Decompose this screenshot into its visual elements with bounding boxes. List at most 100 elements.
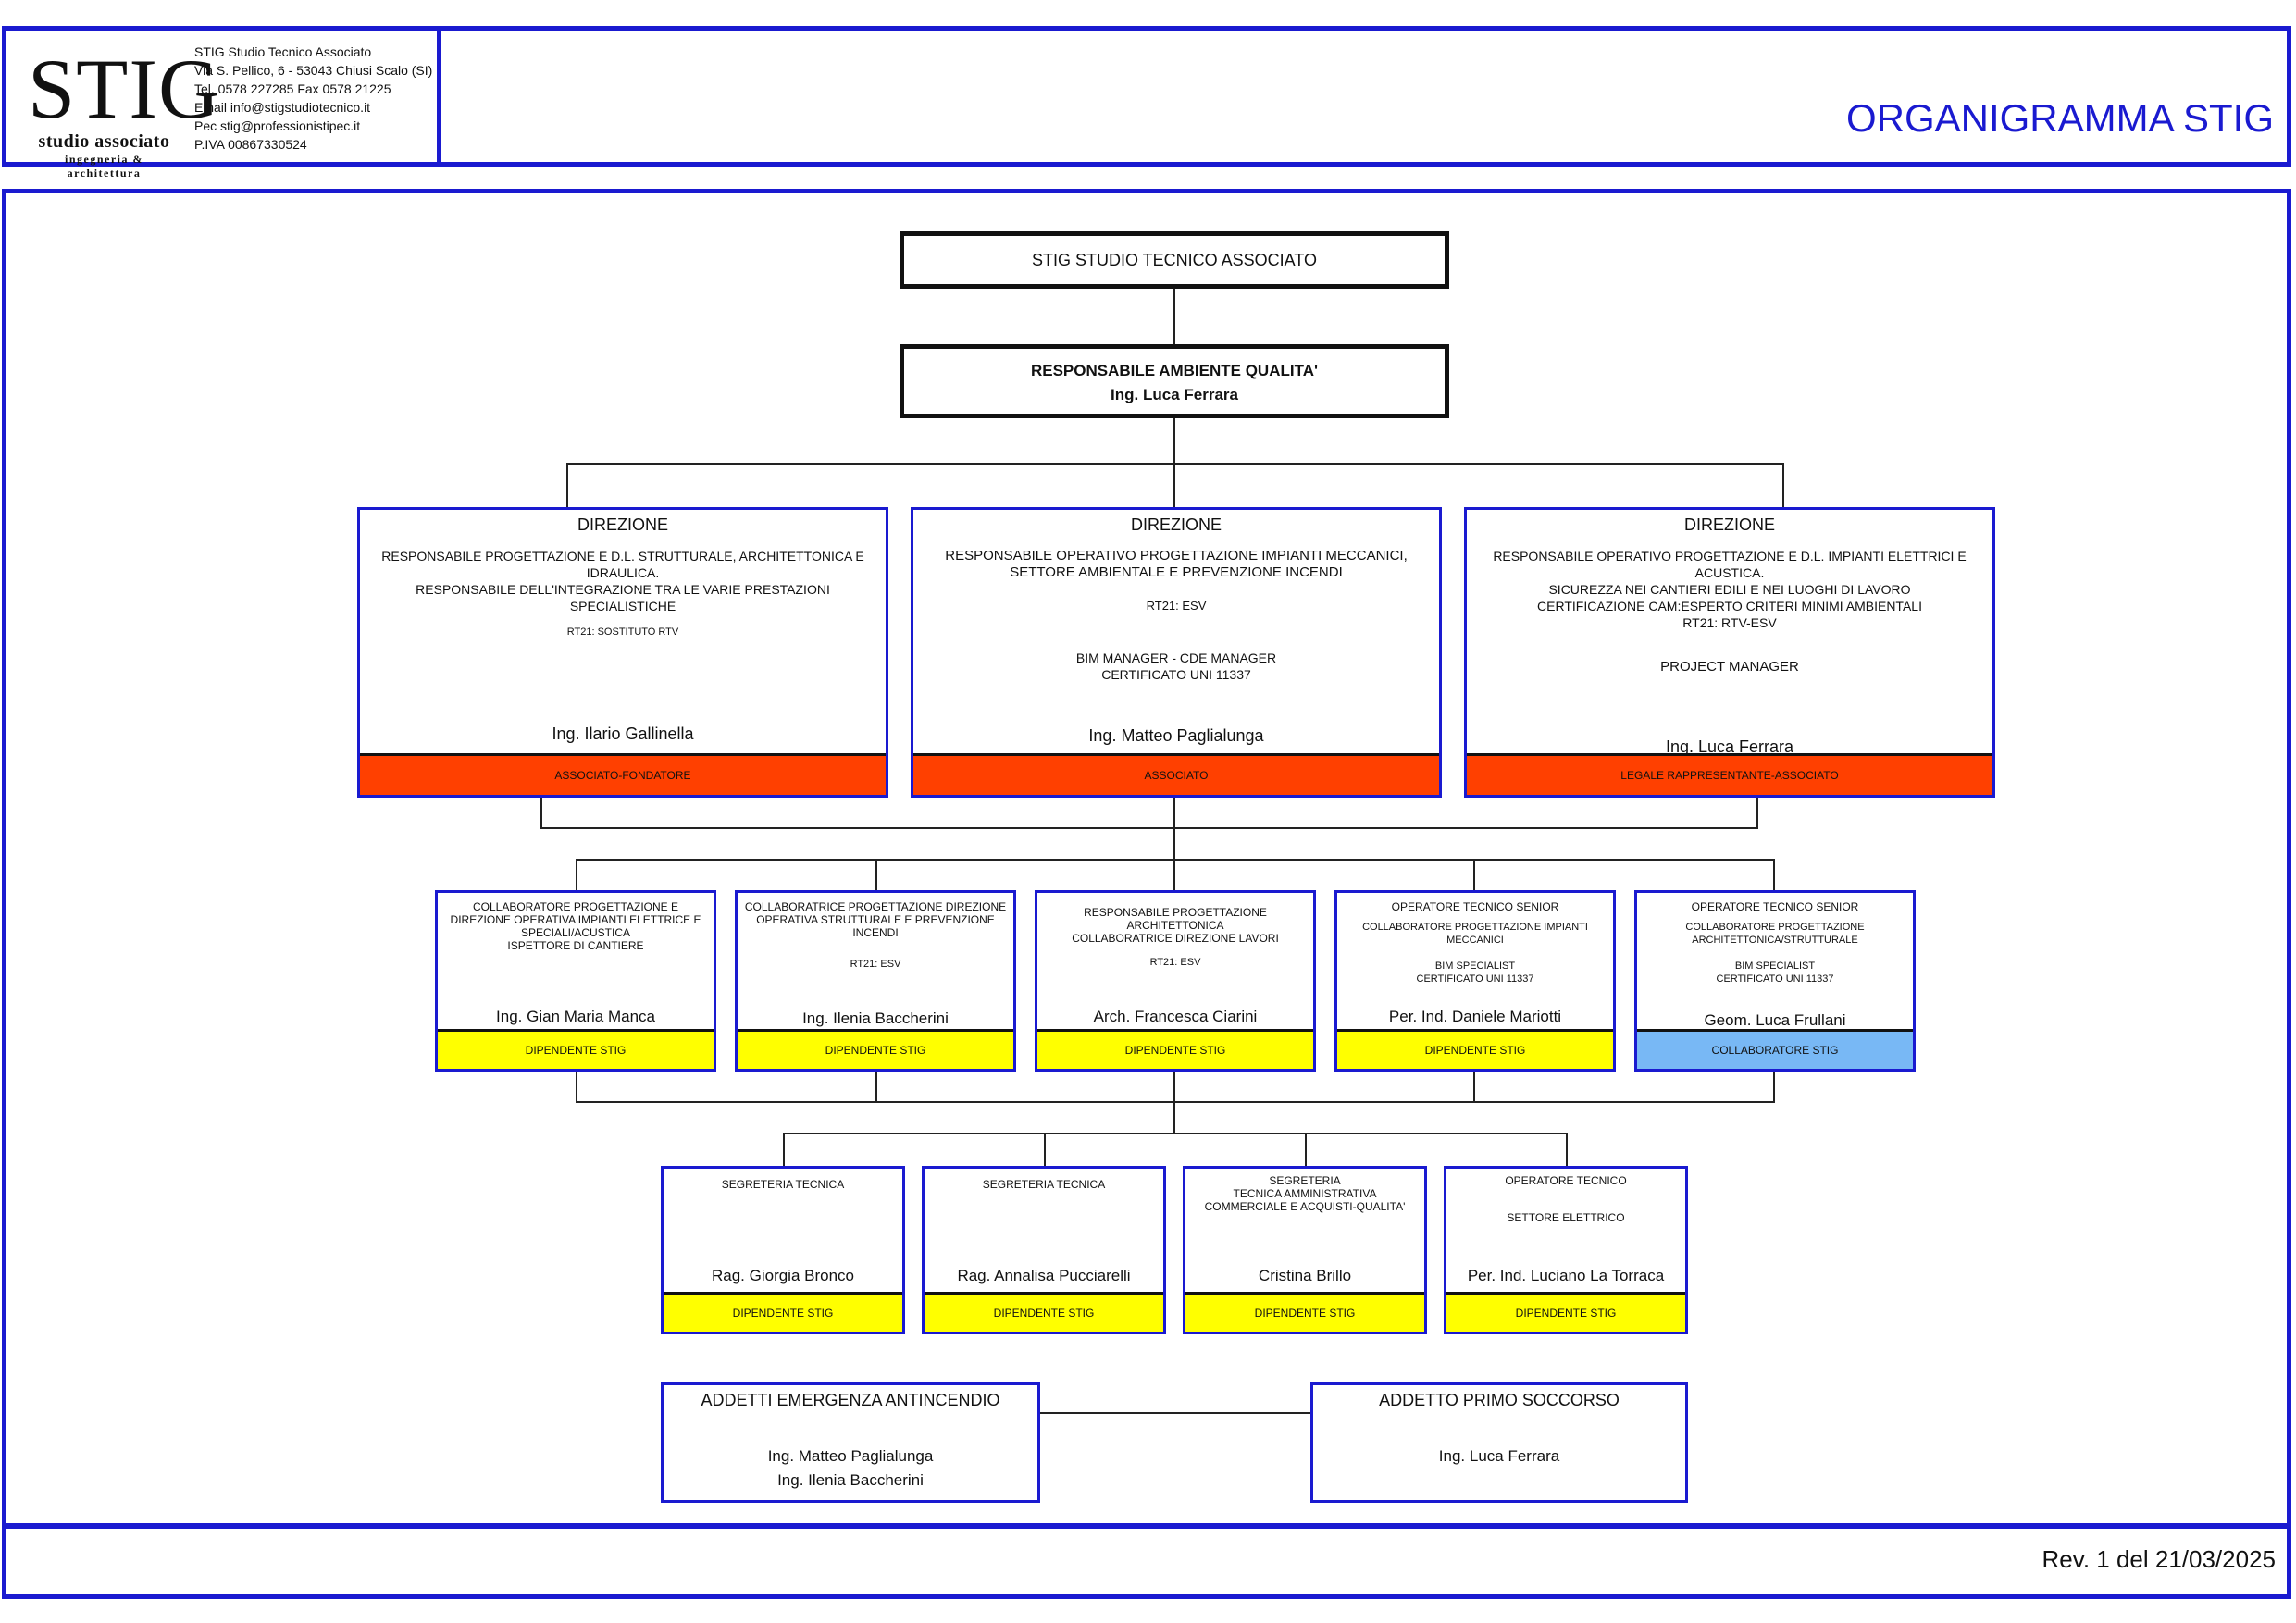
staff-status-band: COLLABORATORE STIG <box>1637 1029 1913 1069</box>
connector <box>1773 859 1775 892</box>
contact-line: Via S. Pellico, 6 - 53043 Chiusi Scalo (… <box>194 63 433 78</box>
director-name: Ing. Ilario Gallinella <box>552 725 694 743</box>
director-responsibility: RESPONSABILE PROGETTAZIONE E D.L. STRUTT… <box>381 549 864 613</box>
support-name: Per. Ind. Luciano La Torraca <box>1467 1267 1665 1284</box>
contact-block: STIG Studio Tecnico Associato Via S. Pel… <box>194 43 435 154</box>
director-name: Ing. Luca Ferrara <box>1665 737 1794 756</box>
revision-label: Rev. 1 del 21/03/2025 <box>2042 1545 2276 1573</box>
support-name: Cristina Brillo <box>1258 1267 1352 1284</box>
director-card: DIREZIONE RESPONSABILE OPERATIVO PROGETT… <box>1464 507 1995 798</box>
staff-status-band: DIPENDENTE STIG <box>1037 1029 1313 1069</box>
quality-role: RESPONSABILE AMBIENTE QUALITA' <box>1030 362 1319 379</box>
logo-subtitle: studio associato <box>38 131 170 152</box>
staff-name: Ing. Ilenia Baccherini <box>802 1010 949 1027</box>
director-responsibility: RESPONSABILE OPERATIVO PROGETTAZIONE IMP… <box>945 548 1408 580</box>
connector <box>1566 1133 1568 1168</box>
connector <box>1173 286 1175 346</box>
quality-manager-box: RESPONSABILE AMBIENTE QUALITA' Ing. Luca… <box>900 344 1449 418</box>
connector <box>783 1133 1568 1134</box>
header-frame <box>2 26 2291 167</box>
director-note: RT21: ESV <box>1146 599 1207 613</box>
fire-emergency-name: Ing. Matteo Paglialunga <box>767 1447 934 1465</box>
org-name: STIG STUDIO TECNICO ASSOCIATO <box>1031 250 1318 269</box>
support-role: SEGRETERIA TECNICA AMMINISTRATIVA COMMER… <box>1204 1174 1406 1213</box>
connector <box>1473 1072 1475 1103</box>
connector <box>576 859 577 892</box>
staff-card: COLLABORATRICE PROGETTAZIONE DIREZIONE O… <box>735 890 1016 1072</box>
director-note: RT21: SOSTITUTO RTV <box>566 626 679 638</box>
staff-card: RESPONSABILE PROGETTAZIONE ARCHITETTONIC… <box>1035 890 1316 1072</box>
staff-status-band: DIPENDENTE STIG <box>1337 1029 1613 1069</box>
fire-emergency-title: ADDETTI EMERGENZA ANTINCENDIO <box>701 1391 1000 1409</box>
support-role: SEGRETERIA TECNICA <box>982 1178 1106 1191</box>
staff-card: COLLABORATORE PROGETTAZIONE E DIREZIONE … <box>435 890 716 1072</box>
contact-line: STIG Studio Tecnico Associato <box>194 44 372 59</box>
connector <box>1756 798 1758 829</box>
first-aid-title: ADDETTO PRIMO SOCCORSO <box>1379 1391 1620 1409</box>
fire-emergency-name: Ing. Ilenia Baccherini <box>777 1471 924 1489</box>
staff-name: Geom. Luca Frullani <box>1704 1011 1846 1029</box>
staff-note: COLLABORATORE PROGETTAZIONE IMPIANTI MEC… <box>1362 922 1588 985</box>
staff-card: OPERATORE TECNICO SENIOR COLLABORATORE P… <box>1334 890 1616 1072</box>
quality-name: Ing. Luca Ferrara <box>1111 386 1238 403</box>
connector <box>1782 463 1784 509</box>
director-heading: DIREZIONE <box>1130 515 1222 534</box>
staff-role: RESPONSABILE PROGETTAZIONE ARCHITETTONIC… <box>1072 906 1279 945</box>
connector <box>1038 1412 1314 1414</box>
connector <box>566 463 568 509</box>
director-certification: BIM MANAGER - CDE MANAGER CERTIFICATO UN… <box>1075 650 1277 682</box>
page-title: ORGANIGRAMMA STIG <box>1845 96 2274 140</box>
logo-tagline: ingegneria & architettura <box>65 153 143 180</box>
fire-emergency-card: ADDETTI EMERGENZA ANTINCENDIO Ing. Matte… <box>661 1382 1040 1503</box>
staff-note: RT21: ESV <box>850 959 901 970</box>
connector <box>576 859 1775 861</box>
staff-note: COLLABORATORE PROGETTAZIONE ARCHITETTONI… <box>1685 922 1865 985</box>
staff-name: Per. Ind. Daniele Mariotti <box>1388 1008 1562 1025</box>
staff-role: OPERATORE TECNICO SENIOR <box>1691 900 1859 913</box>
staff-name: Arch. Francesca Ciarini <box>1093 1008 1258 1025</box>
logo-wordmark: STIG <box>28 42 221 136</box>
connector <box>875 859 877 892</box>
header-divider <box>437 28 441 165</box>
support-card: SEGRETERIA TECNICA Rag. Annalisa Pucciar… <box>922 1166 1166 1334</box>
staff-name: Ing. Gian Maria Manca <box>438 1008 714 1026</box>
staff-note: RT21: ESV <box>1149 957 1201 968</box>
footer-frame <box>2 1523 2291 1599</box>
staff-status-band: DIPENDENTE STIG <box>438 1029 714 1069</box>
connector <box>1473 859 1475 892</box>
support-status-band: DIPENDENTE STIG <box>1185 1292 1424 1332</box>
staff-status-band: DIPENDENTE STIG <box>738 1029 1013 1069</box>
support-role: SEGRETERIA TECNICA <box>721 1178 845 1191</box>
support-name: Rag. Annalisa Pucciarelli <box>957 1267 1131 1284</box>
staff-role: OPERATORE TECNICO SENIOR <box>1391 900 1559 913</box>
connector <box>540 827 1758 829</box>
connector <box>1773 1072 1775 1103</box>
support-card: SEGRETERIA TECNICA Rag. Giorgia Bronco D… <box>661 1166 905 1334</box>
support-role: OPERATORE TECNICO <box>1505 1174 1627 1187</box>
director-status-band: ASSOCIATO-FONDATORE <box>360 753 886 795</box>
director-heading: DIREZIONE <box>577 515 668 534</box>
connector <box>1044 1133 1046 1168</box>
support-status-band: DIPENDENTE STIG <box>925 1292 1163 1332</box>
connector <box>783 1133 785 1168</box>
director-card: DIREZIONE RESPONSABILE OPERATIVO PROGETT… <box>911 507 1442 798</box>
connector <box>875 1072 877 1103</box>
org-box: STIG STUDIO TECNICO ASSOCIATO <box>900 231 1449 289</box>
company-logo: STIG studio associato ingegneria & archi… <box>28 42 221 180</box>
support-card: SEGRETERIA TECNICA AMMINISTRATIVA COMMER… <box>1183 1166 1427 1334</box>
connector <box>576 1072 577 1103</box>
staff-card: OPERATORE TECNICO SENIOR COLLABORATORE P… <box>1634 890 1916 1072</box>
contact-line: P.IVA 00867330524 <box>194 137 307 152</box>
support-status-band: DIPENDENTE STIG <box>1446 1292 1685 1332</box>
connector <box>1305 1133 1307 1168</box>
director-status-band: LEGALE RAPPRESENTANTE-ASSOCIATO <box>1467 753 1992 795</box>
staff-name-text: Ing. Gian Maria Manca <box>496 1008 655 1025</box>
director-name: Ing. Matteo Paglialunga <box>1088 726 1264 745</box>
contact-line: Email info@stigstudiotecnico.it <box>194 100 371 115</box>
director-status-band: ASSOCIATO <box>913 753 1439 795</box>
support-status-band: DIPENDENTE STIG <box>664 1292 902 1332</box>
support-note: SETTORE ELETTRICO <box>1507 1211 1625 1224</box>
support-name: Rag. Giorgia Bronco <box>711 1267 855 1284</box>
contact-line: Pec stig@professionistipec.it <box>194 118 361 133</box>
first-aid-name: Ing. Luca Ferrara <box>1438 1447 1560 1465</box>
